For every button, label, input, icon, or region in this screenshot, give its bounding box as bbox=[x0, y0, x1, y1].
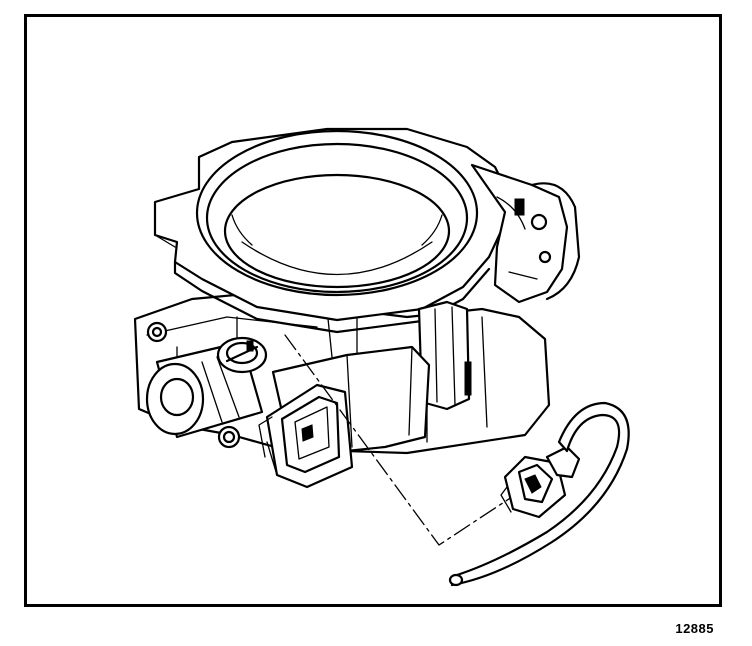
wire-harness-icon bbox=[448, 401, 630, 587]
figure-frame bbox=[24, 14, 722, 607]
iac-valve-icon bbox=[145, 336, 268, 439]
tps-sensor-icon bbox=[258, 345, 431, 489]
leader-line bbox=[284, 334, 528, 546]
throttle-body-illustration bbox=[133, 127, 630, 587]
connector-icon bbox=[500, 445, 581, 519]
figure-number: 12885 bbox=[675, 621, 714, 636]
